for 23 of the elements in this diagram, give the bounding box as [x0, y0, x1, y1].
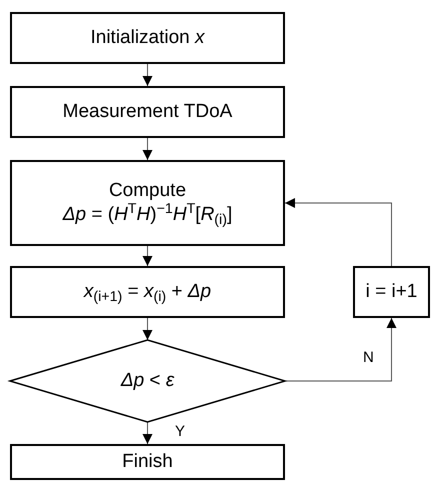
- process-box: [353, 266, 430, 318]
- arrow: [142, 246, 152, 266]
- node-label: Δp < ε: [120, 369, 174, 393]
- node-label: x$_{(i+1)}$ = x$_{(i)}$ + Δp: [84, 280, 212, 304]
- arrow: [284, 198, 392, 266]
- node-label: Measurement TDoA: [62, 100, 232, 124]
- formula-text: Δp = (H$^{T}$H)$^{−1}$H$^{T}$[R$_{(i)}$]: [62, 203, 232, 227]
- process-box: [10, 12, 285, 64]
- arrow: [142, 64, 152, 86]
- node-label: Initialization x: [90, 26, 205, 50]
- arrow: [142, 318, 152, 340]
- node-label: Compute: [108, 179, 186, 203]
- arrow: [142, 422, 152, 444]
- node-label: Finish: [122, 450, 173, 474]
- edge-label: N: [362, 350, 375, 365]
- node-label: i = i+1: [366, 280, 418, 304]
- process-box: [10, 266, 285, 318]
- process-box: [10, 160, 285, 246]
- process-box: [10, 444, 285, 480]
- process-box: [10, 86, 285, 138]
- arrow: [142, 138, 152, 160]
- edge-label: Y: [174, 424, 186, 439]
- arrow: [284, 318, 396, 382]
